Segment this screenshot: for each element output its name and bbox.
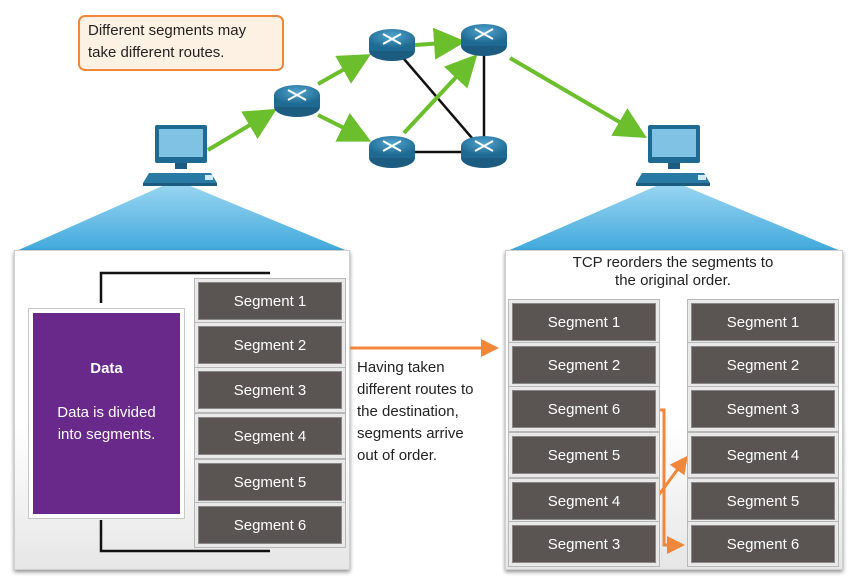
data-description: Data is divided into segments. (33, 402, 180, 446)
arrived-segment-box: Segment 1 (512, 303, 656, 341)
right-beam (505, 180, 843, 252)
routes-callout: Different segments may take different ro… (78, 15, 284, 71)
reordered-segment-box: Segment 2 (691, 346, 835, 384)
data-block: Data Data is divided into segments. (33, 313, 180, 514)
segments-bracket (99, 520, 270, 553)
reorder-caption: TCP reorders the segments to the origina… (505, 254, 841, 290)
transfer-description-line: segments arrive (357, 425, 464, 442)
segment-box: Segment 4 (198, 417, 342, 455)
reordered-segment-box: Segment 1 (691, 303, 835, 341)
arrived-segment-box: Segment 2 (512, 346, 656, 384)
reorder-arrows (656, 408, 688, 554)
arrived-segment-box: Segment 4 (512, 482, 656, 520)
segment-box: Segment 1 (198, 282, 342, 320)
left-beam (14, 180, 350, 252)
router-icon (369, 29, 415, 61)
reordered-segment-box: Segment 4 (691, 436, 835, 474)
reordered-segment-box: Segment 3 (691, 390, 835, 428)
data-description-line: Data is divided (57, 404, 156, 421)
transfer-description-line: the destination, (357, 403, 459, 420)
transfer-description-line: out of order. (357, 447, 438, 464)
segment-box: Segment 5 (198, 463, 342, 501)
segment-box: Segment 3 (198, 371, 342, 409)
data-description-line: into segments. (57, 426, 156, 443)
reorder-caption-line: TCP reorders the segments to (572, 254, 774, 271)
segments-bracket (99, 271, 270, 303)
reordered-segment-box: Segment 6 (691, 525, 835, 563)
reordered-segment-box: Segment 5 (691, 482, 835, 520)
router-icon (461, 24, 507, 56)
transfer-description: Having taken different routes to the des… (357, 357, 507, 467)
callout-line: Different segments may (88, 22, 247, 39)
arrived-segment-box: Segment 6 (512, 390, 656, 428)
computer-icon (636, 125, 710, 186)
computer-icon (143, 125, 217, 186)
reorder-caption-line: the original order. (615, 272, 731, 289)
data-title: Data (90, 360, 123, 377)
route-arrows (206, 27, 647, 152)
router-icon (274, 85, 320, 117)
segment-box: Segment 6 (198, 506, 342, 544)
transfer-description-line: different routes to (357, 381, 474, 398)
router-icon (461, 136, 507, 168)
segment-box: Segment 2 (198, 326, 342, 364)
arrived-segment-box: Segment 3 (512, 525, 656, 563)
router-icon (369, 136, 415, 168)
callout-line: take different routes. (88, 44, 225, 61)
transfer-description-line: Having taken (357, 359, 445, 376)
arrived-segment-box: Segment 5 (512, 436, 656, 474)
